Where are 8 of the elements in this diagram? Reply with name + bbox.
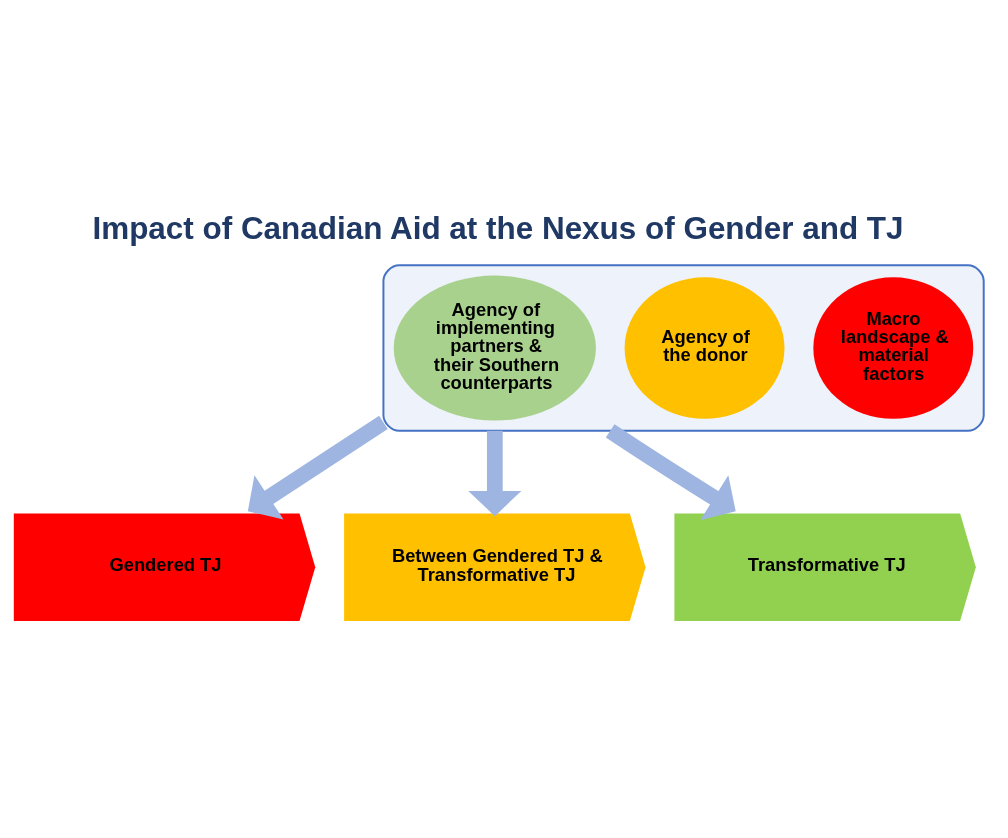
arrow — [605, 423, 736, 520]
node-ellipse: Agency of implementing partners & their Southern counterparts — [393, 275, 596, 421]
cluster — [382, 263, 985, 432]
node-ellipse: Agency of the donor — [624, 276, 785, 419]
node-ellipse: Macro landscape & material factors — [813, 276, 974, 419]
arrow — [247, 415, 388, 520]
diagram-title: Impact of Canadian Aid at the Nexus of Gender and TJ — [92, 210, 904, 246]
arrow — [468, 430, 522, 516]
